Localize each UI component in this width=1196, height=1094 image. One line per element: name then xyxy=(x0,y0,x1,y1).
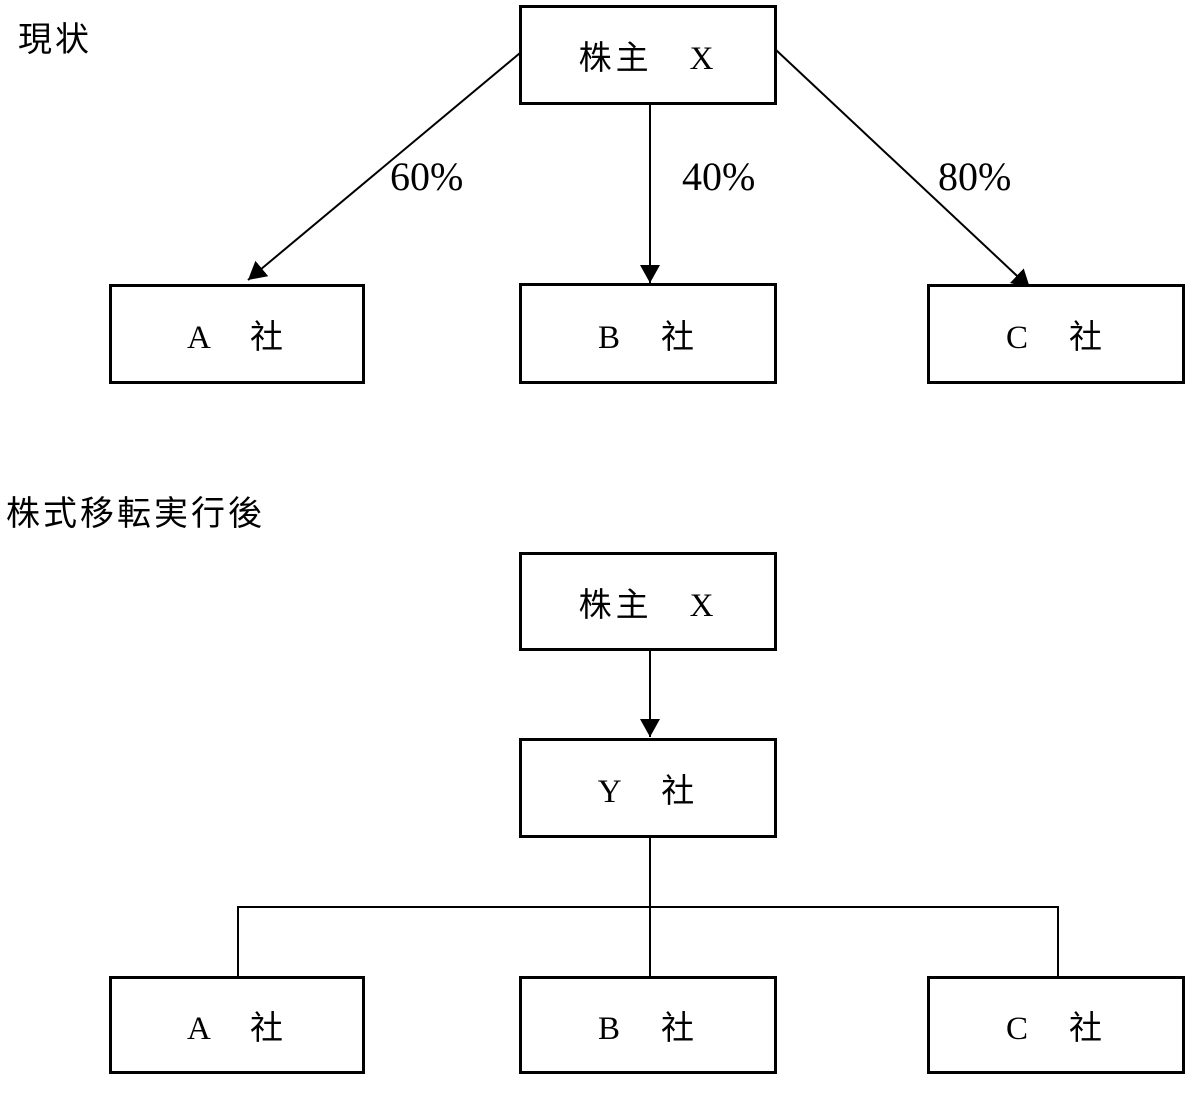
company-b-box-after: B 社 xyxy=(519,976,777,1074)
company-c-box-after: C 社 xyxy=(927,976,1185,1074)
section-title-after: 株式移転実行後 xyxy=(6,496,265,533)
shareholder-x-box-current: 株主 X xyxy=(519,5,777,105)
company-c-label-current: C 社 xyxy=(1005,320,1106,356)
shareholder-x-label-after: 株主 X xyxy=(578,587,718,624)
edge-x-to-c-current xyxy=(775,49,1031,289)
company-a-label-current: A 社 xyxy=(186,320,287,356)
edge-x-to-a-current xyxy=(247,52,521,281)
company-a-box-current: A 社 xyxy=(109,284,365,384)
company-b-box-current: B 社 xyxy=(519,283,777,384)
shareholder-x-box-after: 株主 X xyxy=(519,552,777,651)
ownership-pct-c: 80% xyxy=(938,154,1012,199)
company-c-box-current: C 社 xyxy=(927,284,1185,384)
holding-y-label-after: Y 社 xyxy=(597,774,699,810)
holding-y-box-after: Y 社 xyxy=(519,738,777,838)
section-title-current: 現状 xyxy=(18,22,92,59)
shareholder-x-label-current: 株主 X xyxy=(578,41,718,77)
company-c-label-after: C 社 xyxy=(1005,1011,1106,1047)
company-a-box-after: A 社 xyxy=(109,976,365,1074)
company-b-label-current: B 社 xyxy=(597,319,698,356)
company-a-label-after: A 社 xyxy=(186,1011,287,1047)
company-b-label-after: B 社 xyxy=(597,1011,698,1047)
ownership-pct-b: 40% xyxy=(682,154,756,199)
ownership-pct-a: 60% xyxy=(390,154,464,199)
